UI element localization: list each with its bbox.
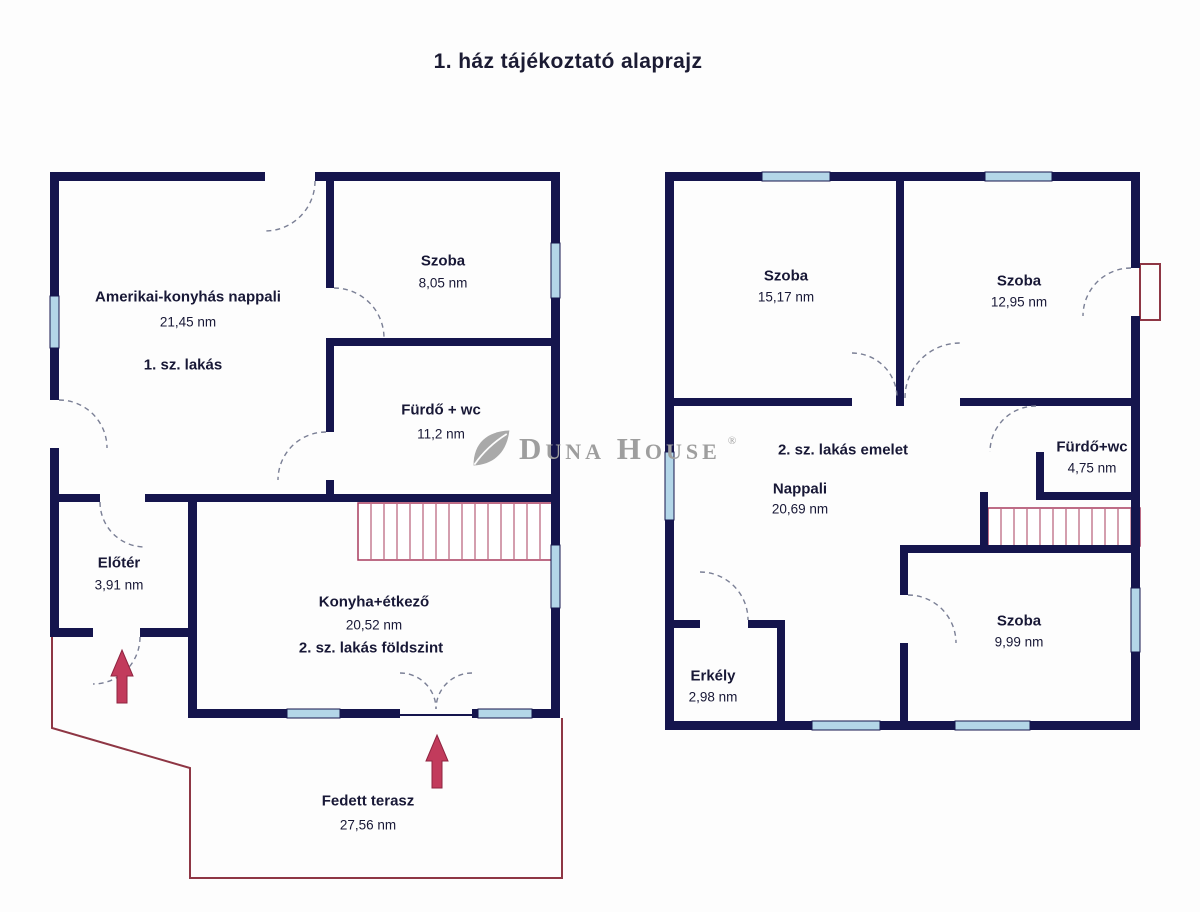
walls-upper-floor [665, 172, 1140, 730]
room-label-terasz: Fedett terasz [321, 792, 415, 810]
entrance-arrow-eloter [110, 648, 134, 704]
room-area-konyha: 20,52 nm [345, 617, 403, 633]
room-area-nappali-uf: 20,69 nm [771, 501, 829, 517]
room-area-living: 21,45 nm [159, 314, 217, 330]
room-area-furdo-gf: 11,2 nm [417, 426, 465, 442]
doors-upper-floor [699, 267, 1132, 644]
entrance-arrow-terrace [425, 733, 449, 789]
room-area-eloter: 3,91 nm [94, 577, 144, 593]
room-label-eloter: Előtér [97, 554, 141, 572]
room-label-szoba3-uf: Szoba [996, 612, 1042, 630]
room-area-szoba2-uf: 12,95 nm [990, 294, 1048, 310]
room-area-terasz: 27,56 nm [339, 817, 397, 833]
room-label-szoba-gf: Szoba [420, 252, 466, 270]
room-label-szoba1-uf: Szoba [763, 267, 809, 285]
walls-ground-floor [50, 172, 560, 718]
windows-ground-floor [49, 242, 561, 719]
page-title: 1. ház tájékoztató alaprajz [433, 50, 703, 73]
room-label-szoba2-uf: Szoba [996, 272, 1042, 290]
room-label-living: Amerikai-konyhás nappali [95, 288, 281, 306]
room-label-furdo-gf: Fürdő + wc [401, 401, 481, 419]
room-area-erkely: 2,98 nm [688, 689, 738, 705]
room-area-szoba1-uf: 15,17 nm [757, 289, 815, 305]
room-label-konyha: Konyha+étkező [318, 593, 430, 611]
stairs-ground [357, 502, 556, 561]
flat2-upper-label: 2. sz. lakás emelet [777, 441, 909, 459]
room-area-furdo-uf: 4,75 nm [1067, 460, 1117, 476]
french-balcony-rail [1139, 263, 1161, 321]
stairs-upper [987, 507, 1141, 547]
windows-upper-floor [664, 171, 1141, 731]
flat2-ground-label: 2. sz. lakás földszint [298, 639, 444, 657]
room-label-nappali-uf: Nappali [772, 480, 828, 498]
room-area-szoba3-uf: 9,99 nm [994, 634, 1044, 650]
room-label-furdo-uf: Fürdő+wc [1056, 438, 1128, 456]
doors-ground-floor [58, 180, 473, 710]
terrace-outline [51, 637, 563, 879]
flat1-label: 1. sz. lakás [143, 356, 223, 374]
room-area-szoba-gf: 8,05 nm [418, 275, 468, 291]
entrance-arrows [110, 648, 449, 789]
room-label-erkely: Erkély [690, 667, 736, 685]
